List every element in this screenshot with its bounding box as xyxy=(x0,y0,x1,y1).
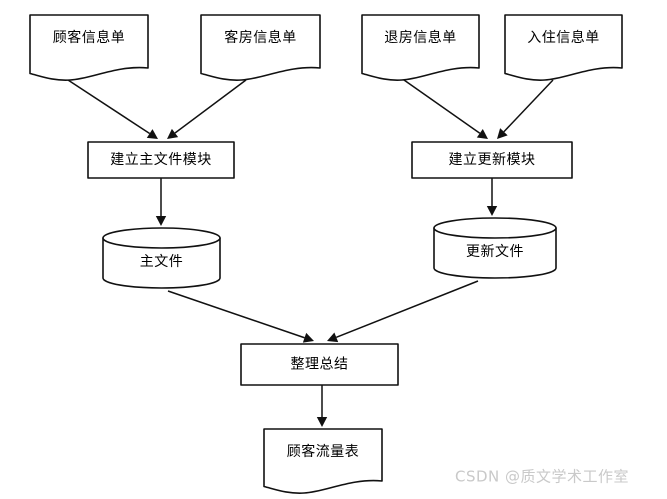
node-n6-process[interactable]: 建立更新模块 xyxy=(411,141,573,179)
node-n8-database[interactable]: 更新文件 xyxy=(433,217,557,279)
edge-n2-to-n5 xyxy=(167,79,247,139)
node-label: 顾客信息单 xyxy=(53,29,126,46)
node-label: 建立主文件模块 xyxy=(110,152,212,168)
node-n2-document[interactable]: 客房信息单 xyxy=(200,14,321,81)
node-label: 顾客流量表 xyxy=(287,443,360,460)
node-label: 建立更新模块 xyxy=(449,152,536,168)
edge-n6-to-n8 xyxy=(486,178,498,216)
document-shape xyxy=(263,428,383,494)
node-label: 客房信息单 xyxy=(224,29,297,46)
cylinder-top xyxy=(433,217,557,239)
node-n3-document[interactable]: 退房信息单 xyxy=(361,14,480,81)
cylinder-body xyxy=(102,238,221,289)
node-n10-document[interactable]: 顾客流量表 xyxy=(263,428,383,494)
edge-n8-to-n9 xyxy=(327,280,479,343)
node-label: 主文件 xyxy=(140,254,184,270)
node-n5-process[interactable]: 建立主文件模块 xyxy=(87,141,235,179)
csdn-watermark: CSDN @质文学术工作室 xyxy=(455,468,629,486)
node-label: 整理总结 xyxy=(291,357,349,373)
node-label: 退房信息单 xyxy=(384,29,457,46)
node-n7-database[interactable]: 主文件 xyxy=(102,227,221,289)
edges-layer xyxy=(67,79,554,427)
process-box xyxy=(411,141,573,179)
process-box xyxy=(240,343,399,386)
document-shape xyxy=(200,14,321,81)
document-shape xyxy=(504,14,623,81)
process-box xyxy=(87,141,235,179)
edge-n3-to-n6 xyxy=(403,79,488,139)
document-shape xyxy=(361,14,480,81)
edge-n5-to-n7 xyxy=(155,178,167,226)
node-n9-process[interactable]: 整理总结 xyxy=(240,343,399,386)
edge-n4-to-n6 xyxy=(497,79,554,139)
edge-n7-to-n9 xyxy=(167,290,314,343)
document-shape xyxy=(29,14,149,81)
edge-n1-to-n5 xyxy=(67,79,158,139)
cylinder-body xyxy=(433,228,557,279)
node-n1-document[interactable]: 顾客信息单 xyxy=(29,14,149,81)
edge-n9-to-n10 xyxy=(316,385,328,427)
node-label: 更新文件 xyxy=(466,244,524,260)
node-n4-document[interactable]: 入住信息单 xyxy=(504,14,623,81)
cylinder-top xyxy=(102,227,221,249)
node-label: 入住信息单 xyxy=(527,29,600,46)
